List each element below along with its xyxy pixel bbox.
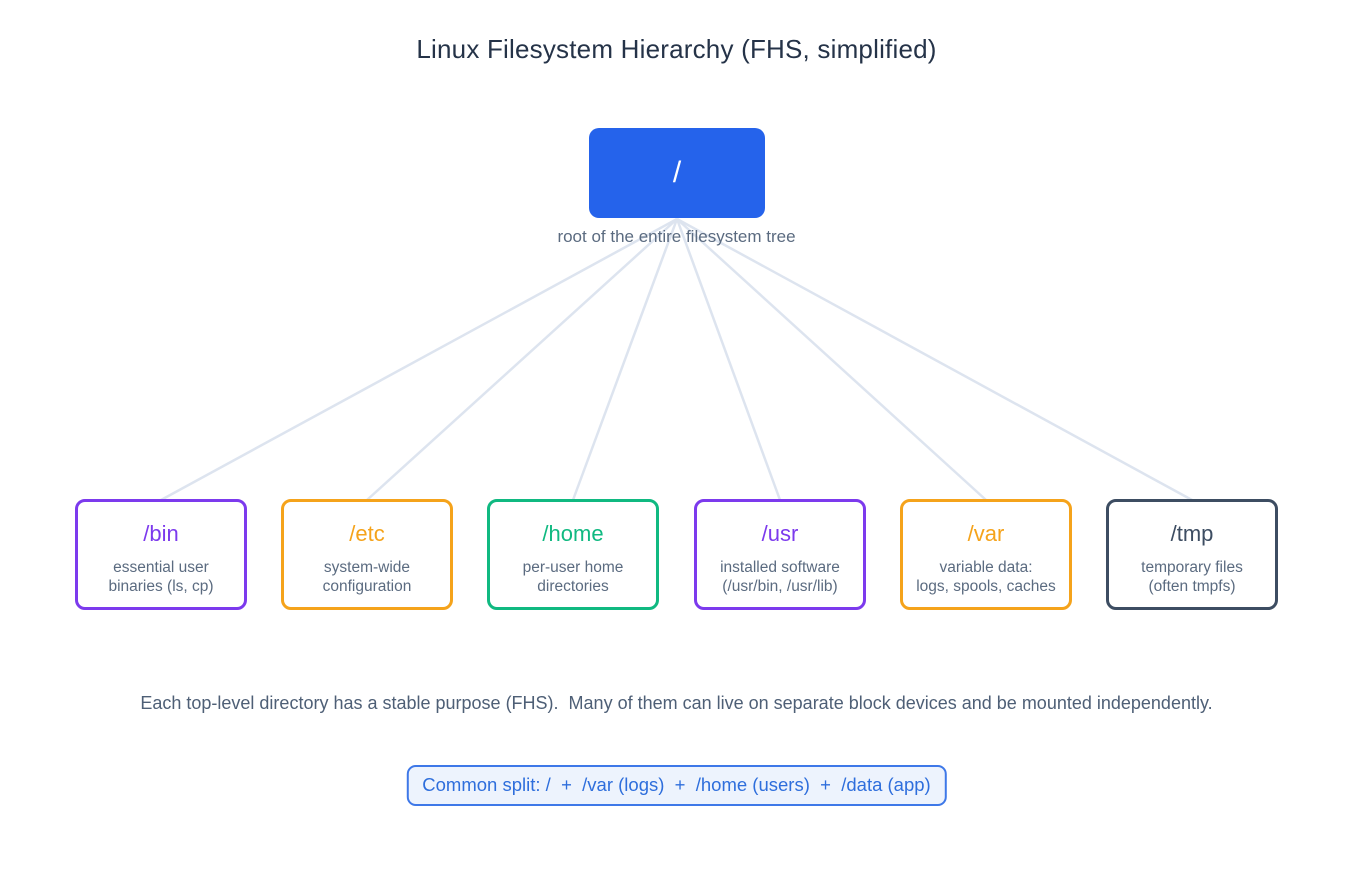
node-label: /var [967, 521, 1005, 546]
node-description: installed software (/usr/bin, /usr/lib) [720, 559, 840, 595]
node-root: / [589, 128, 765, 218]
node-label: /etc [349, 521, 385, 546]
node-description: per-user home directories [522, 559, 624, 595]
node-label: /bin [143, 521, 179, 546]
node-usr: /usr installed software (/usr/bin, /usr/… [694, 499, 866, 610]
connector-line-etc [366, 218, 678, 501]
node-description: temporary files (often tmpfs) [1141, 559, 1243, 595]
node-description: system-wide configuration [322, 559, 412, 595]
connector-line-usr [675, 218, 782, 501]
connector-line-var [676, 218, 987, 501]
node-label: /home [542, 521, 604, 546]
connector-line-bin [160, 217, 678, 502]
node-bin: /bin essential user binaries (ls, cp) [75, 499, 247, 610]
connector-line-tmp [676, 217, 1193, 502]
node-root-label: / [672, 156, 682, 189]
node-etc: /etc system-wide configuration [281, 499, 453, 610]
common-split-callout: Common split: / + /var (logs) + /home (u… [406, 765, 947, 806]
node-label: /usr [761, 521, 799, 546]
node-description: variable data: logs, spools, caches [916, 559, 1056, 595]
node-var: /var variable data: logs, spools, caches [900, 499, 1072, 610]
diagram-title: Linux Filesystem Hierarchy (FHS, simplif… [416, 34, 937, 64]
connector-line-home [571, 218, 679, 501]
node-label: /tmp [1170, 521, 1214, 546]
footnote-text: Each top-level directory has a stable pu… [140, 693, 1213, 713]
node-tmp: /tmp temporary files (often tmpfs) [1106, 499, 1278, 610]
node-description: essential user binaries (ls, cp) [108, 559, 214, 595]
node-home: /home per-user home directories [487, 499, 659, 610]
node-root-caption: root of the entire filesystem tree [557, 227, 796, 246]
